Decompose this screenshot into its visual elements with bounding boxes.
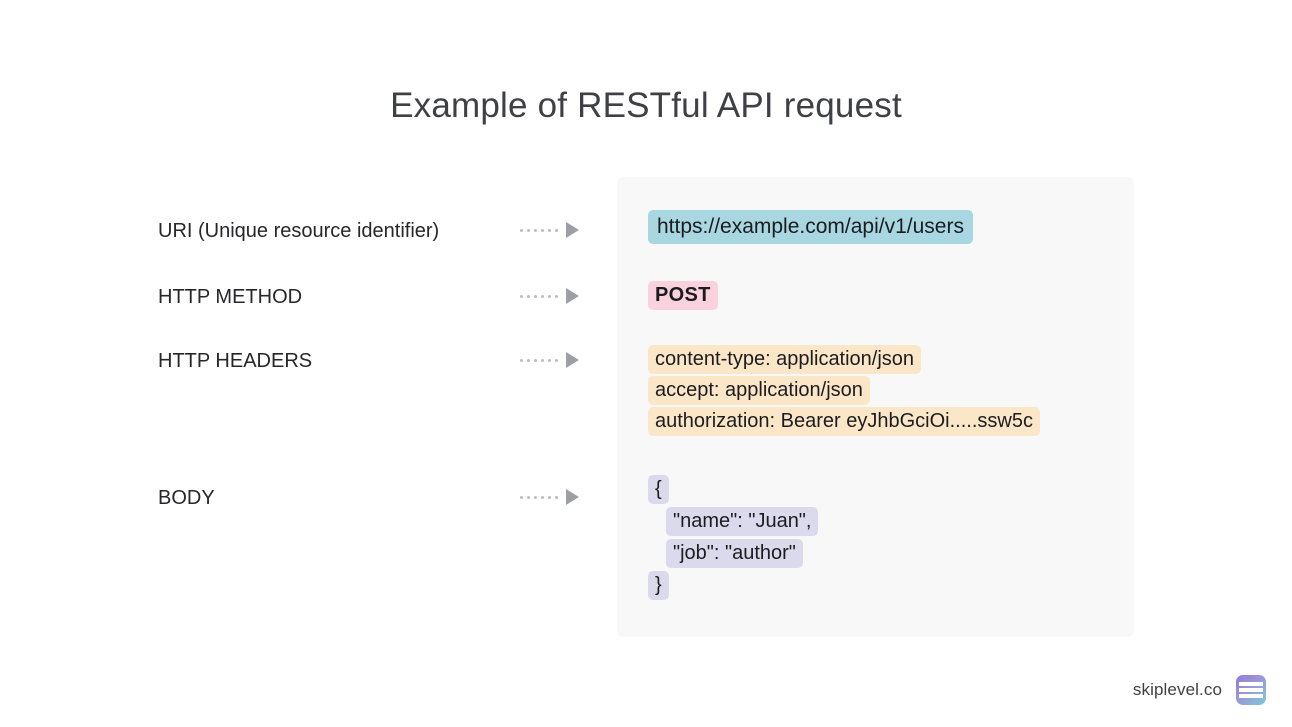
connector-dot [534, 495, 537, 499]
connector-dot [541, 495, 544, 499]
footer-site-name: skiplevel.co [1132, 680, 1222, 699]
row-label-http-headers: HTTP HEADERS [158, 350, 313, 372]
connector-dot [541, 358, 544, 362]
value-line: POST [648, 280, 718, 311]
connector-dot [555, 358, 558, 362]
value-line: { [648, 473, 818, 505]
connector-dot [534, 358, 537, 362]
connector-dot [548, 495, 551, 499]
connector-dot [520, 495, 523, 499]
footer: skiplevel.co [1133, 675, 1266, 705]
value-text-header-authorization: authorization: Bearer eyJhbGciOi.....ssw… [648, 407, 1040, 436]
value-line: } [648, 569, 818, 601]
connector-dot [520, 228, 523, 232]
value-line: authorization: Bearer eyJhbGciOi.....ssw… [648, 406, 1040, 437]
arrow-triangle-icon [566, 352, 579, 368]
arrow-triangle-icon [566, 222, 579, 238]
connector-dot [541, 294, 544, 298]
connector-dot [548, 294, 551, 298]
value-line: "job": "author" [648, 537, 818, 569]
value-text-header-content-type: content-type: application/json [648, 345, 922, 374]
row-label-http-method: HTTP METHOD [158, 286, 303, 308]
value-line: https://example.com/api/v1/users [648, 210, 973, 244]
connector-dot [527, 228, 530, 232]
connector-dot [520, 358, 523, 362]
dotted-arrow-icon [520, 489, 579, 505]
connector-dot [527, 294, 530, 298]
value-line: accept: application/json [648, 375, 1040, 406]
connector-dot [548, 228, 551, 232]
value-line: content-type: application/json [648, 344, 1040, 375]
value-text-uri: https://example.com/api/v1/users [648, 210, 973, 244]
values-uri: https://example.com/api/v1/users [648, 210, 973, 244]
connector-dot [555, 495, 558, 499]
connector-dot [555, 294, 558, 298]
dotted-arrow-icon [520, 222, 579, 238]
connector-dot [527, 358, 530, 362]
value-text-body-open-brace: { [648, 475, 669, 504]
row-label-body: BODY [158, 487, 215, 509]
values-http-headers: content-type: application/json accept: a… [648, 344, 1040, 437]
dotted-arrow-icon [520, 288, 579, 304]
connector-dot [548, 358, 551, 362]
page-title: Example of RESTful API request [390, 86, 902, 125]
connector-dot [541, 228, 544, 232]
dotted-arrow-icon [520, 352, 579, 368]
value-line: "name": "Juan", [648, 505, 819, 537]
connector-dot [527, 495, 530, 499]
value-text-body-job: "job": "author" [666, 539, 803, 568]
row-label-uri: URI (Unique resource identifier) [158, 220, 440, 242]
value-text-body-name: "name": "Juan", [666, 507, 819, 536]
skiplevel-logo-icon [1236, 675, 1266, 705]
connector-dot [555, 228, 558, 232]
connector-dot [534, 294, 537, 298]
connector-dot [534, 228, 537, 232]
connector-dot [520, 294, 523, 298]
values-body: { "name": "Juan", "job": "author" } [648, 473, 819, 601]
value-text-body-close-brace: } [648, 571, 669, 600]
value-text-header-accept: accept: application/json [648, 376, 870, 405]
arrow-triangle-icon [566, 489, 579, 505]
values-http-method: POST [648, 280, 718, 311]
arrow-triangle-icon [566, 288, 579, 304]
value-text-http-method: POST [648, 281, 718, 310]
